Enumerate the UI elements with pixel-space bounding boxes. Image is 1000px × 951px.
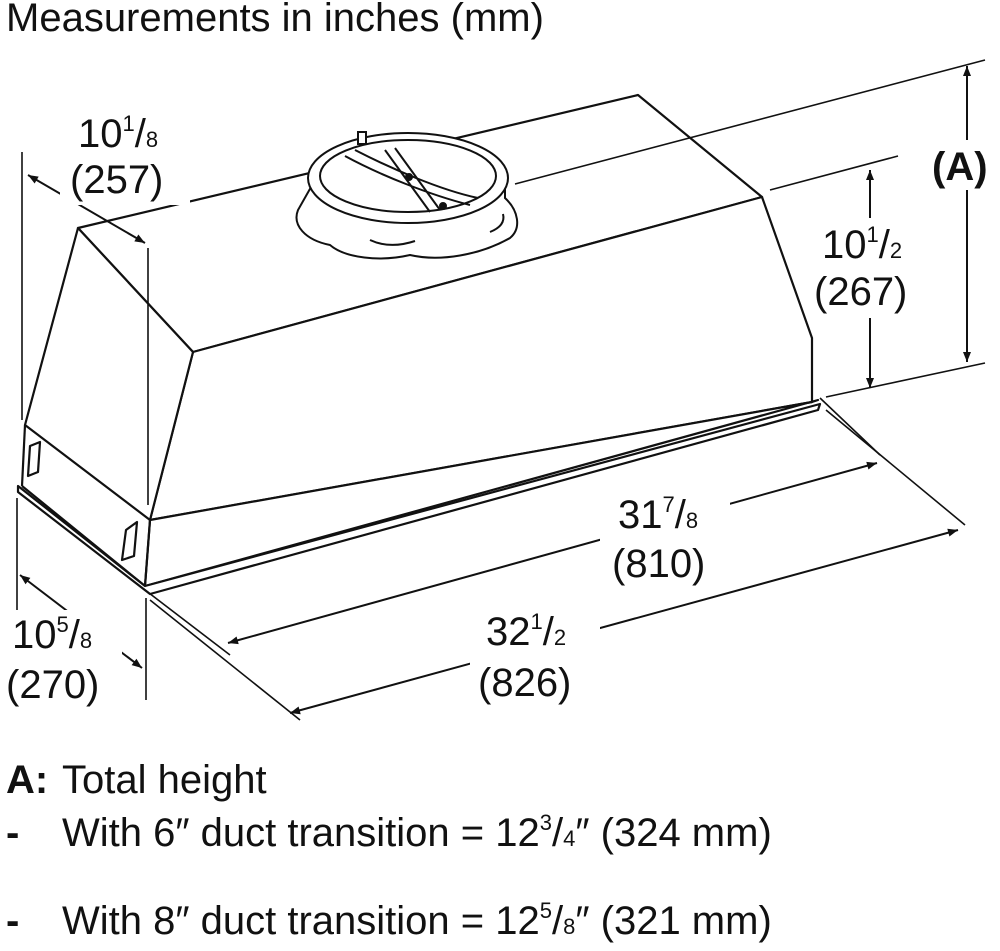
legend-item: -With 6″ duct transition = 123/4″ (324 m…	[6, 810, 772, 855]
depth-bottom-label: 105/8	[12, 612, 92, 657]
height-label: 101/2	[822, 222, 902, 267]
legend-item-text: With 8″ duct transition = 12	[62, 899, 540, 943]
left-side-slot	[26, 440, 42, 478]
width-outer-mm: (826)	[478, 661, 571, 705]
duct-collar	[295, 131, 519, 260]
depth-top-label: 101/8	[78, 111, 158, 156]
depth-top-mm: (257)	[70, 158, 163, 202]
height-mm: (267)	[814, 270, 907, 314]
width-outer-label: 321/2	[486, 609, 566, 654]
legend-heading-text: Total height	[62, 758, 267, 802]
legend-item-text: With 6″ duct transition = 12	[62, 811, 540, 855]
width-inner-label: 317/8	[618, 492, 698, 537]
depth-bottom-mm: (270)	[6, 663, 99, 707]
hood-bottom-flange	[16, 402, 822, 596]
dimension-labels: 101/8 (257) 101/2 (267) (A) 317/8 (810) …	[4, 111, 1000, 708]
width-outer-arrow	[289, 528, 959, 715]
depth-top-arrow	[27, 174, 146, 244]
legend-item: -With 8″ duct transition = 125/8″ (321 m…	[6, 898, 772, 943]
front-side-slot	[120, 520, 139, 562]
legend-bullet: -	[6, 899, 20, 943]
total-height-label: (A)	[932, 145, 988, 189]
extension-lines	[16, 59, 986, 721]
width-inner-mm: (810)	[612, 542, 705, 586]
legend-heading: A: Total height	[6, 760, 267, 800]
diagram-title: Measurements in inches (mm)	[6, 0, 544, 40]
legend-key: A:	[6, 758, 49, 802]
legend-bullet: -	[6, 811, 20, 855]
